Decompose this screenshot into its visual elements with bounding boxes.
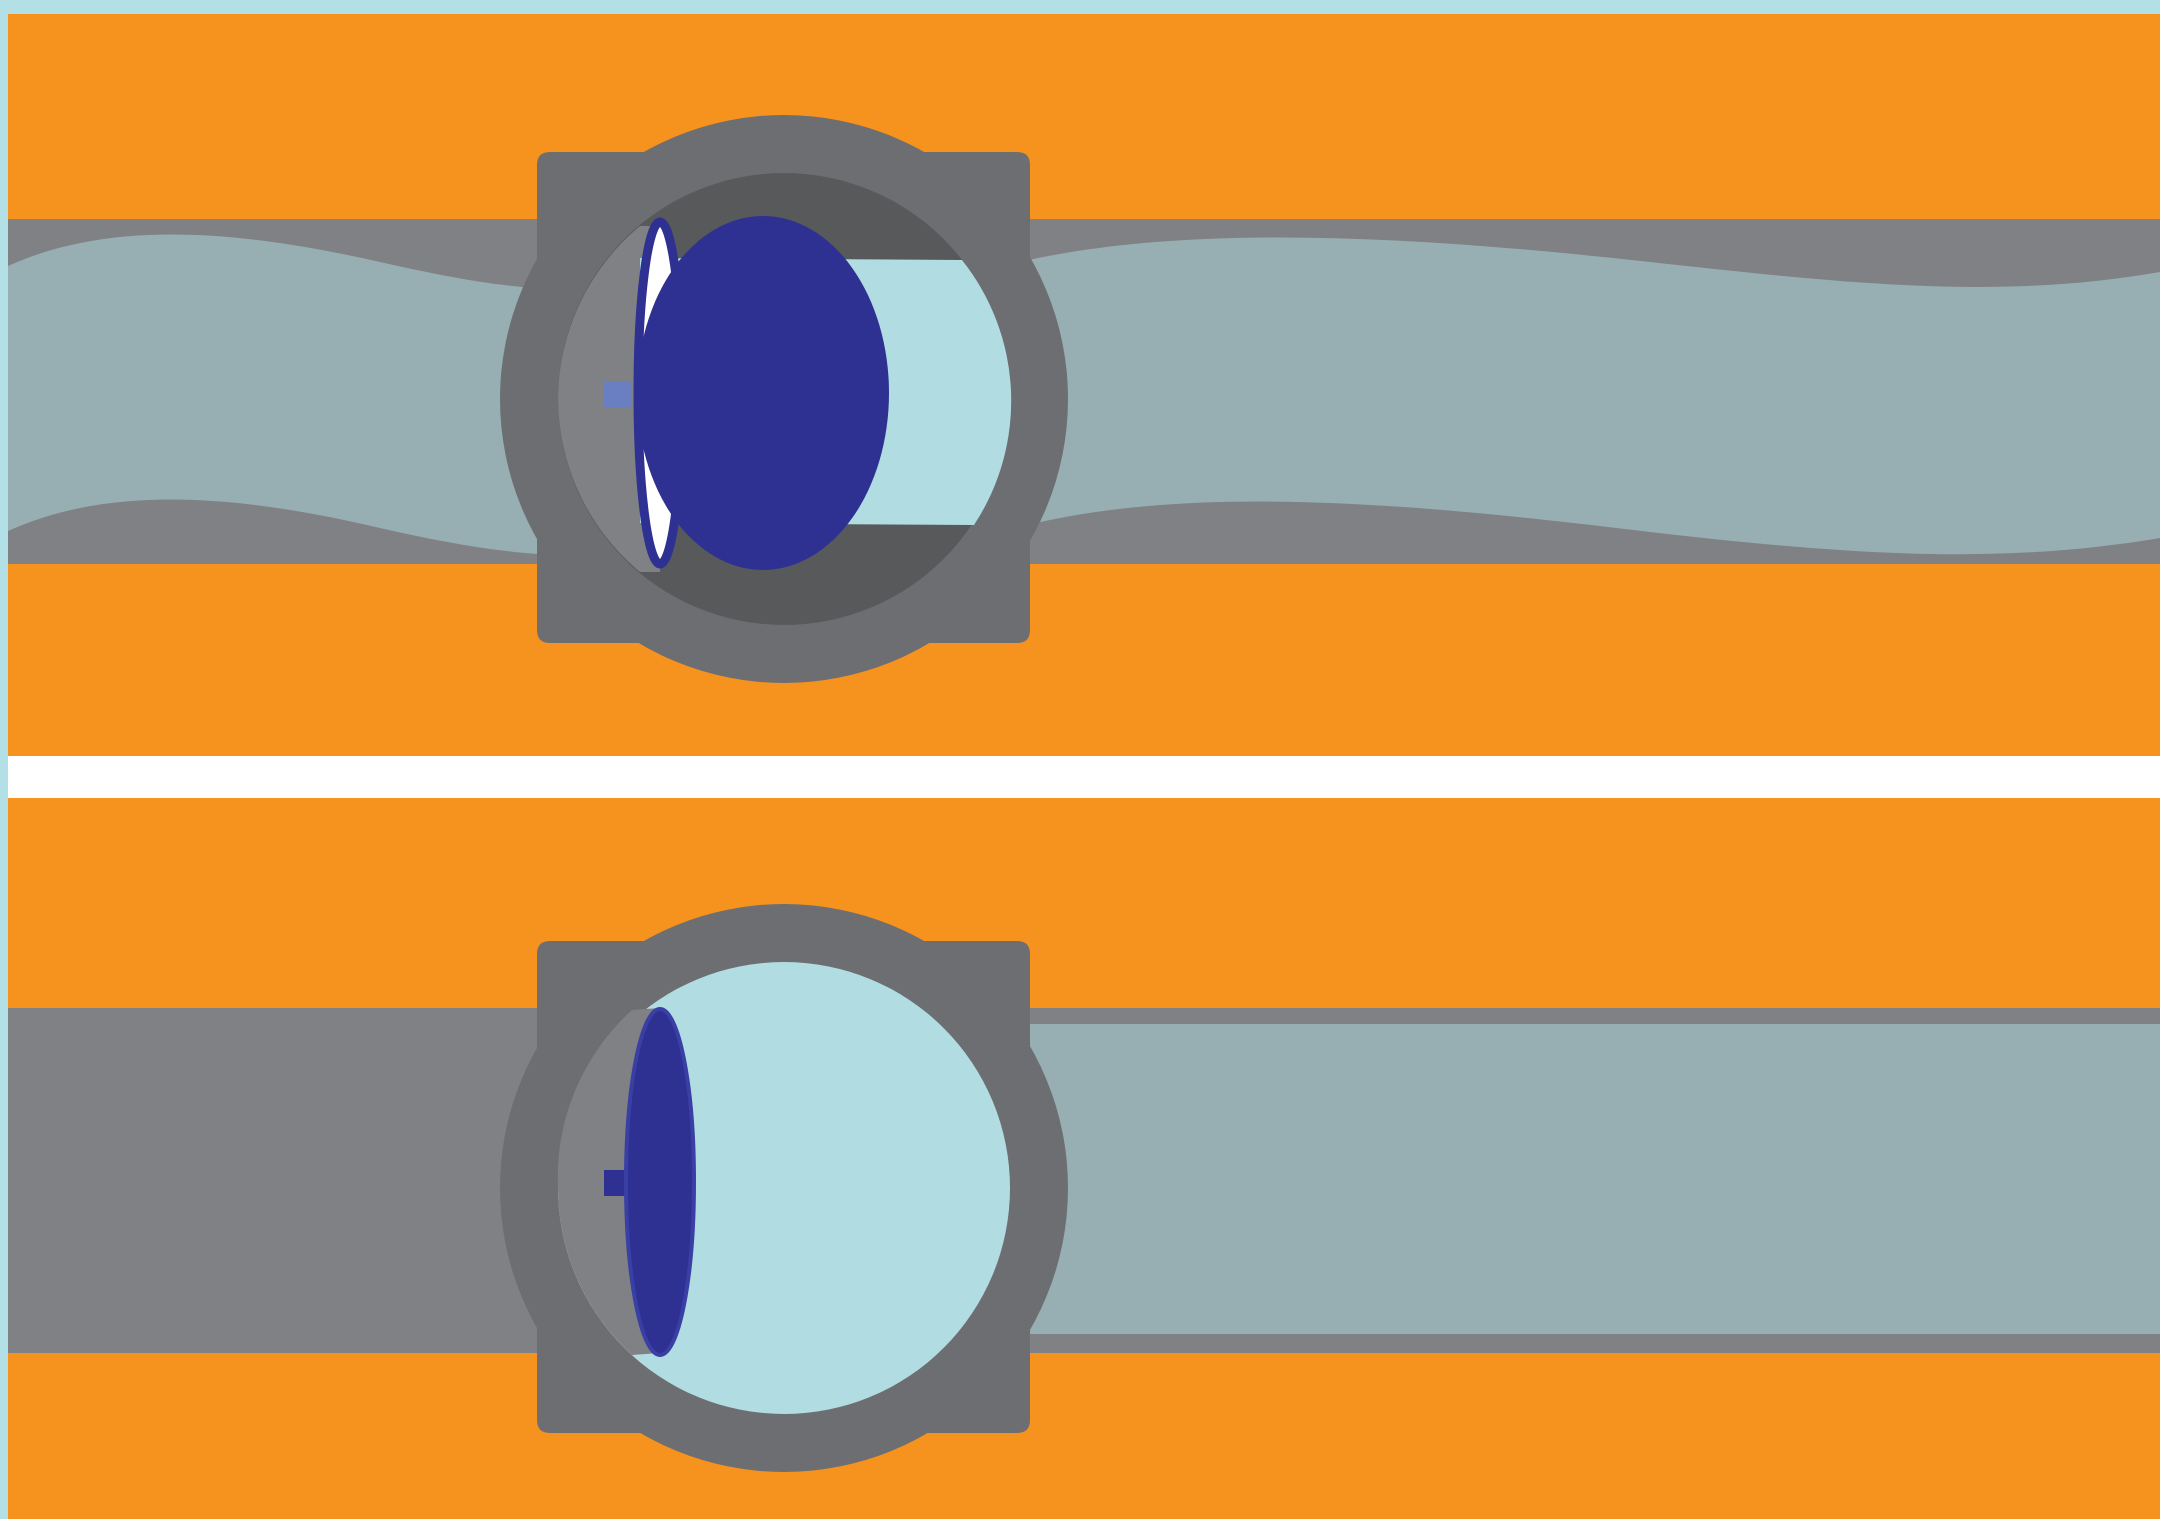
top-valve-disc (637, 216, 889, 570)
panel-divider (8, 756, 2160, 798)
top-panel (8, 14, 2160, 756)
bottom-water (1000, 1024, 2160, 1334)
bottom-panel (8, 798, 2160, 1519)
bottom-valve-disc (624, 1007, 696, 1357)
top-water-flow (8, 234, 2160, 555)
top-valve-hinge (604, 381, 632, 407)
